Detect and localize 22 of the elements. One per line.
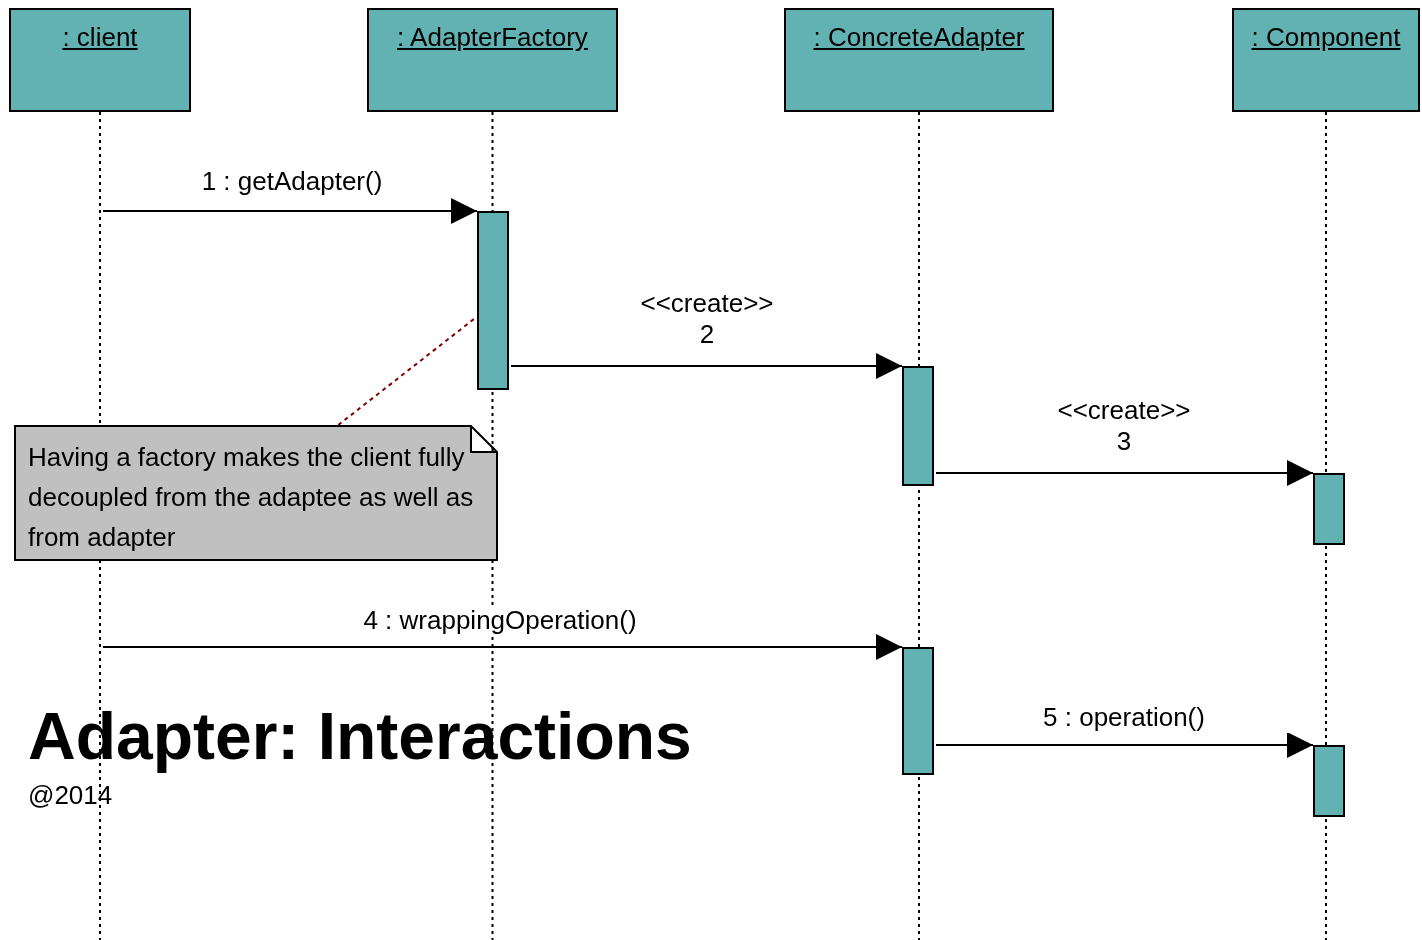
object-name: : ConcreteAdapter: [813, 22, 1025, 54]
object-box: [367, 8, 618, 112]
note: [14, 425, 498, 561]
note-text: Having a factory makes the client fully decoupled from the adaptee as well as from adapter: [28, 441, 475, 554]
message-arrow: [102, 198, 478, 224]
object-box: [9, 8, 191, 112]
object-box: [784, 8, 1054, 112]
activation-bar: [1313, 745, 1345, 817]
message-arrow: [935, 460, 1314, 486]
copyright-note: @2014: [28, 780, 113, 811]
message-arrow: [510, 353, 903, 379]
message-arrow: [102, 634, 903, 660]
object-name: : Component: [1251, 22, 1401, 54]
activation-bar: [902, 647, 934, 775]
title: Adapter: Interactions: [28, 698, 692, 774]
message-arrow: [935, 732, 1314, 758]
activation-bar: [1313, 473, 1345, 545]
object-box: [1232, 8, 1420, 112]
object-name: : AdapterFactory: [397, 22, 588, 54]
object-name: : client: [62, 22, 138, 54]
activation-bar: [902, 366, 934, 486]
activation-bar: [477, 211, 509, 390]
